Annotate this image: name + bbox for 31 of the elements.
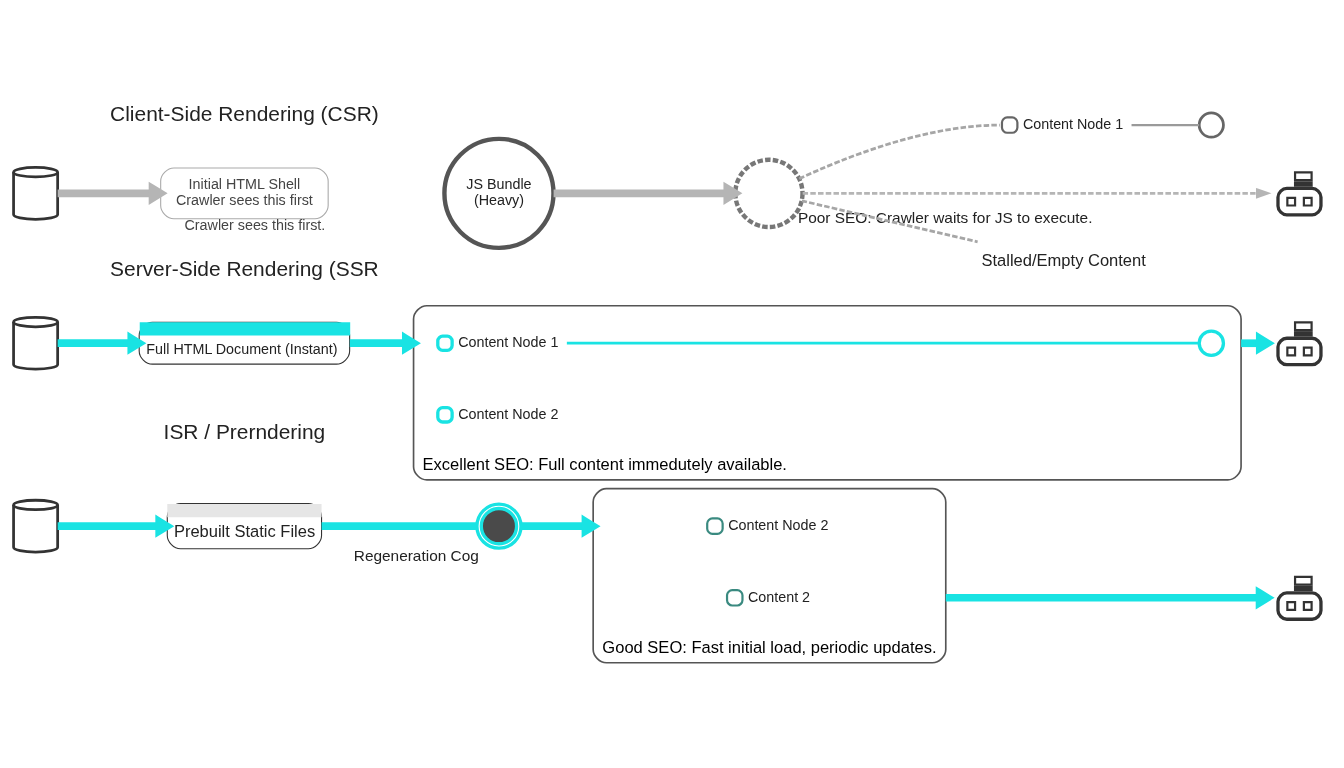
node-circle: [705, 517, 724, 535]
arrow: [802, 187, 1271, 199]
node-circle: [435, 334, 454, 353]
connector: [1131, 123, 1199, 127]
node-circle: [1197, 111, 1225, 139]
node-label: Good SEO: Fast initial load, periodic updates.: [601, 637, 937, 657]
cluster: [591, 487, 947, 664]
connector: [566, 341, 1199, 345]
node-label: Regeneration Cog: [353, 546, 479, 564]
node-circle: JS Bundle (Heavy): [441, 136, 556, 251]
node-label: Crawler sees this first.: [183, 217, 325, 234]
node-text: Stalled/Empty Content: [981, 250, 1146, 270]
node-label: Content Node 2: [727, 516, 828, 533]
node-circle: [1197, 329, 1225, 357]
label: ISR / Prerndering: [163, 419, 325, 443]
connector: [798, 123, 1000, 180]
node-label: Content Node 2: [457, 405, 558, 422]
node-label: Content Node 1: [1022, 115, 1123, 132]
node-box: Initial HTML Shell Crawler sees this first: [159, 167, 329, 220]
node-circle: [435, 406, 454, 424]
cluster: [412, 304, 1242, 481]
node-circle: [1000, 116, 1018, 134]
node-picture: [474, 502, 523, 550]
arrow: [520, 514, 601, 538]
node-label: Content 2: [747, 588, 810, 605]
node-circle: [725, 588, 744, 607]
label: Client-Side Rendering (CSR): [109, 102, 379, 126]
node-label: Content Node 1: [457, 333, 558, 350]
label: Server-Side Rendering (SSR: [109, 256, 379, 280]
connector: [801, 199, 978, 244]
node-label: Excellent SEO: Full content immedutely available.: [422, 454, 787, 474]
